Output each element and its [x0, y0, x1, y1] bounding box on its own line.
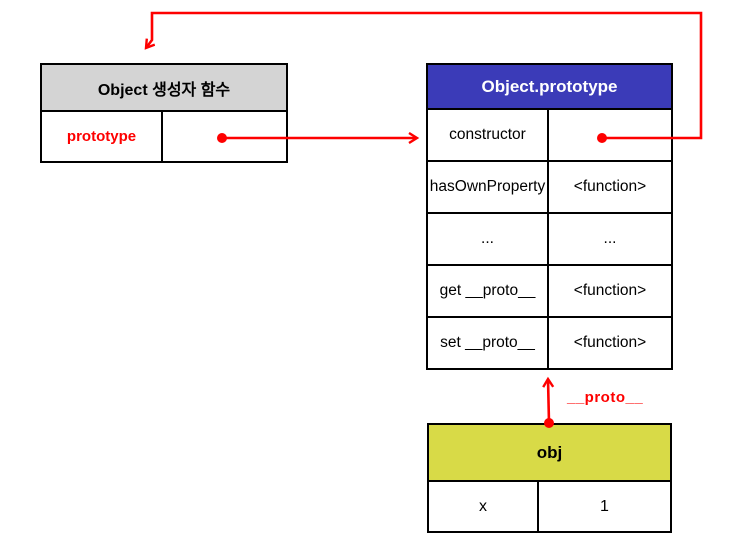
table-row: x 1 [429, 482, 670, 531]
object-prototype-table-title: Object.prototype [428, 65, 671, 110]
x-key-cell: x [479, 497, 487, 515]
prototype-key-cell: prototype [66, 128, 137, 145]
get-proto-key-cell: get __proto__ [439, 282, 536, 299]
set-proto-key-cell: set __proto__ [440, 334, 535, 351]
object-prototype-table: Object.prototype constructor hasOwnPrope… [426, 63, 673, 370]
obj-table-title: obj [429, 425, 670, 482]
obj-table: obj x 1 [427, 423, 672, 533]
constructor-function-table-title: Object 생성자 함수 [42, 65, 286, 112]
ellipsis-value-cell: ... [547, 214, 671, 264]
get-proto-value-cell: <function> [547, 266, 671, 316]
proto-reference-label: __proto__ [567, 389, 644, 406]
x-value-cell: 1 [537, 482, 670, 531]
hasownproperty-value-cell: <function> [547, 162, 671, 212]
table-row: set __proto__ <function> [428, 316, 671, 368]
constructor-function-table: Object 생성자 함수 prototype [40, 63, 288, 163]
constructor-value-cell [547, 110, 671, 160]
table-row: prototype [42, 112, 286, 161]
hasownproperty-key-cell: hasOwnProperty [429, 178, 546, 195]
ellipsis-key-cell: ... [481, 230, 494, 247]
set-proto-value-cell: <function> [547, 318, 671, 368]
constructor-key-cell: constructor [449, 126, 526, 143]
table-row: ... ... [428, 212, 671, 264]
table-row: constructor [428, 110, 671, 160]
arrow-obj-to-objectprototype [548, 379, 549, 424]
table-row: hasOwnProperty <function> [428, 160, 671, 212]
table-row: get __proto__ <function> [428, 264, 671, 316]
prototype-value-cell [161, 112, 286, 161]
